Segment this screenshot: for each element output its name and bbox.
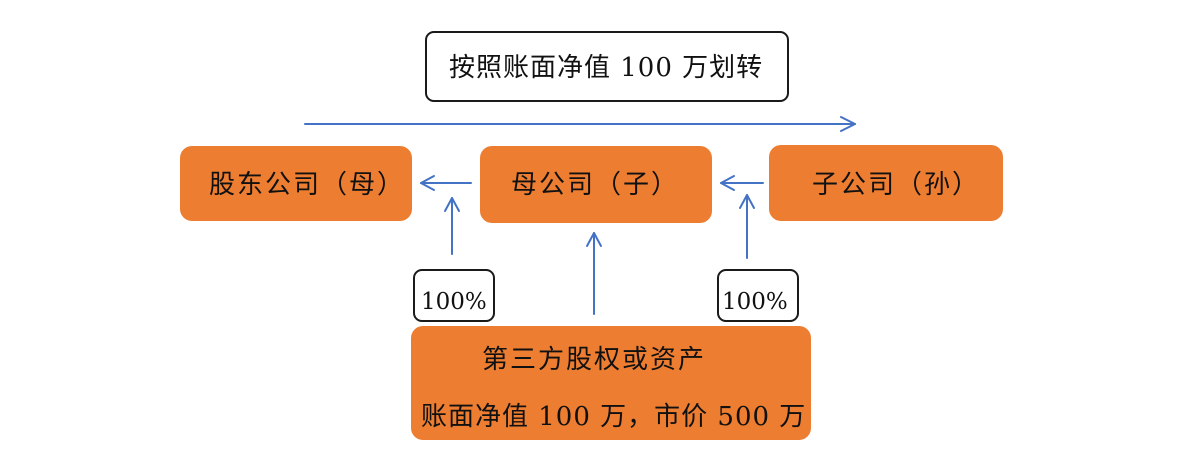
third-party-value: 账面净值 100 万，市价 500 万	[421, 402, 807, 432]
parent-node	[480, 146, 712, 223]
ownership-left-label: 100%	[421, 289, 487, 315]
transfer-arrow	[304, 116, 856, 132]
ownership-right-box	[717, 269, 799, 322]
parent-to-shareholder-arrow	[420, 175, 472, 191]
subsidiary-node	[769, 145, 1003, 221]
ownership-right-label: 100%	[722, 289, 788, 315]
shareholder-node	[180, 146, 412, 221]
third-party-asset-node	[411, 326, 811, 440]
up-arrow-subsidiary	[739, 194, 755, 259]
subsidiary-label: 子公司（孙）	[812, 170, 981, 200]
shareholder-label: 股东公司（母）	[209, 170, 406, 200]
subsidiary-to-parent-arrow	[720, 175, 764, 191]
up-arrow-shareholder	[444, 197, 460, 255]
third-party-title: 第三方股权或资产	[482, 345, 707, 375]
transfer-label-box	[425, 31, 789, 102]
parent-label: 母公司（子）	[511, 170, 680, 200]
transfer-label: 按照账面净值 100 万划转	[449, 53, 764, 83]
up-arrow-parent	[586, 232, 602, 315]
ownership-left-box	[413, 269, 495, 322]
